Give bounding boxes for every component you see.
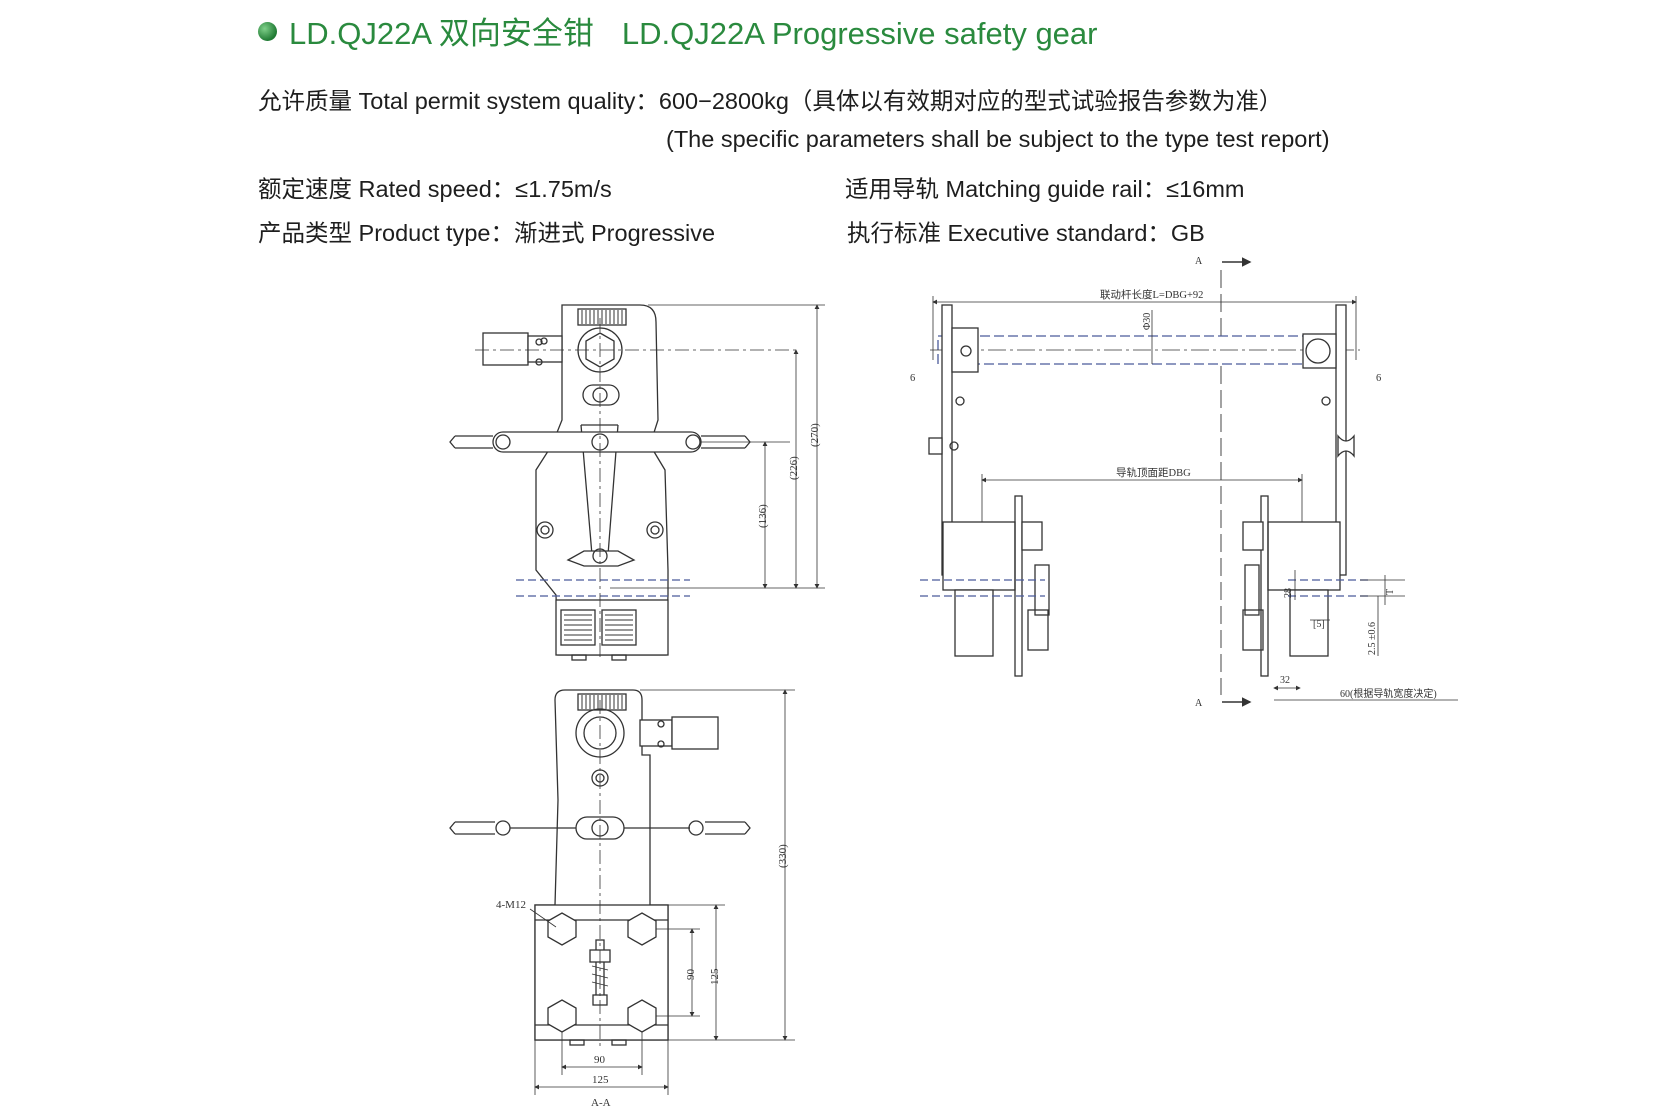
dim-linkage-length: 联动杆长度L=DBG+92 (1100, 288, 1203, 301)
section-label-bottom: A (1195, 698, 1203, 709)
spec-standard: 执行标准 Executive standard：GB (847, 220, 1205, 246)
dim-offset-left: 6 (910, 373, 915, 384)
side-view (920, 257, 1458, 707)
dim-90-vertical: 90 (685, 969, 697, 981)
spec-product-type: 产品类型 Product type：渐进式 Progressive (258, 220, 716, 246)
front-view (449, 304, 825, 661)
dim-28: 28 (1283, 588, 1294, 598)
dim-5: [5] (1313, 619, 1325, 630)
dim-60: 60(根据导轨宽度决定) (1340, 687, 1437, 700)
dim-136: (136) (757, 504, 769, 528)
dim-rail-distance: 导轨顶面距DBG (1116, 466, 1191, 479)
spec-guide-rail: 适用导轨 Matching guide rail：≤16mm (845, 176, 1245, 202)
spec-quality-note: (The specific parameters shall be subjec… (666, 126, 1330, 152)
spec-rated-speed: 额定速度 Rated speed：≤1.75m/s (258, 176, 612, 202)
title-en: LD.QJ22A Progressive safety gear (621, 16, 1098, 51)
dim-t: T (1385, 589, 1396, 595)
bullet-icon (258, 22, 277, 41)
dim-90-horizontal: 90 (594, 1054, 606, 1066)
dim-125-vertical: 125 (709, 968, 721, 985)
dim-330: (330) (777, 844, 789, 868)
title-cn: LD.QJ22A 双向安全钳 (289, 16, 594, 51)
dim-tolerance: 2.5 ±0.6 (1367, 622, 1378, 655)
page-title: LD.QJ22A 双向安全钳 LD.QJ22A Progressive safet… (258, 8, 1098, 53)
spec-quality: 允许质量 Total permit system quality：600−280… (258, 88, 1283, 114)
dim-shaft-diameter: Φ30 (1142, 313, 1153, 330)
dim-offset-right: 6 (1376, 373, 1381, 384)
dim-32: 32 (1280, 675, 1290, 686)
bolt-label: 4-M12 (496, 899, 526, 911)
section-view (449, 689, 795, 1095)
dim-125-horizontal: 125 (592, 1074, 609, 1086)
dim-226: (226) (788, 456, 800, 480)
section-label-top: A (1195, 256, 1203, 267)
section-caption: A-A (591, 1097, 611, 1109)
dim-270: (270) (809, 423, 821, 447)
